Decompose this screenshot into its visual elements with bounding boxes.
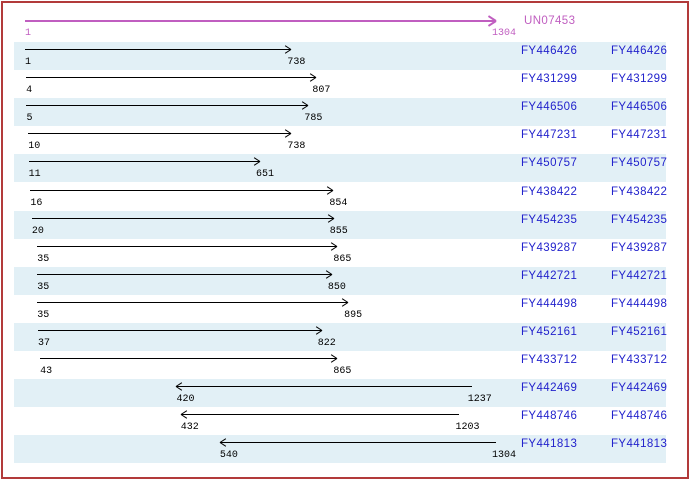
- alignment-start-label: 420: [176, 394, 195, 406]
- alignment-end-label: 895: [344, 309, 363, 321]
- accession-link-primary[interactable]: FY450757: [521, 157, 578, 170]
- alignment-row: 37 822 FY452161 FY452161: [14, 323, 668, 352]
- alignment-row: 420 1237 FY442469 FY442469: [14, 379, 668, 408]
- alignment-start-label: 10: [28, 141, 41, 153]
- alignment-arrow: [176, 386, 472, 388]
- alignment-row: 35 895 FY444498 FY444498: [14, 295, 668, 323]
- accession-link-secondary[interactable]: FY450757: [611, 157, 668, 170]
- alignment-arrow: [38, 330, 322, 331]
- accession-link-primary[interactable]: FY454235: [521, 213, 578, 226]
- alignment-end-label: 865: [333, 366, 352, 378]
- alignment-end-label: 785: [304, 113, 323, 125]
- alignment-row: 35 850 FY442721 FY442721: [14, 266, 668, 295]
- alignment-arrow: [219, 442, 496, 444]
- alignment-row: 10 738 FY447231 FY447231: [14, 126, 668, 154]
- alignment-end-label: 854: [329, 197, 348, 209]
- alignment-row: 20 855 FY454235 FY454235: [14, 210, 668, 239]
- alignment-arrow: [30, 189, 334, 191]
- accession-link-secondary[interactable]: FY438422: [611, 185, 668, 198]
- alignment-end-label: 651: [255, 169, 274, 181]
- alignment-start-label: 16: [30, 197, 43, 209]
- alignment-row: 16 854 FY438422 FY438422: [14, 183, 668, 211]
- accession-link-secondary[interactable]: FY448746: [611, 410, 668, 423]
- alignment-arrow: [26, 77, 317, 79]
- accession-link-primary[interactable]: FY446506: [521, 101, 578, 114]
- accession-link-primary[interactable]: FY431299: [521, 73, 578, 86]
- alignment-arrow: [37, 245, 338, 247]
- alignment-end-label: 807: [312, 85, 331, 97]
- reference-end-label: 1304: [492, 28, 517, 39]
- alignment-start-label: 35: [37, 309, 50, 321]
- alignment-arrow: [25, 49, 292, 50]
- alignment-end-label: 822: [317, 338, 336, 349]
- reference-row: 1 1304 UN07453: [3, 3, 687, 42]
- accession-link-secondary[interactable]: FY439287: [611, 241, 668, 254]
- alignment-start-label: 35: [37, 253, 50, 265]
- accession-link-primary[interactable]: FY441813: [521, 438, 578, 451]
- accession-link-secondary[interactable]: FY444498: [611, 297, 668, 310]
- alignment-start-label: 1: [25, 57, 32, 68]
- alignment-start-label: 5: [26, 113, 33, 125]
- alignment-start-label: 35: [37, 281, 50, 293]
- alignment-end-label: 738: [287, 141, 306, 153]
- alignment-arrow: [180, 414, 460, 416]
- alignment-arrow: [28, 161, 260, 163]
- alignment-end-label: 1304: [492, 450, 517, 462]
- accession-link-primary[interactable]: FY438422: [521, 185, 578, 198]
- alignment-end-label: 738: [287, 57, 306, 68]
- alignment-start-label: 540: [219, 450, 238, 462]
- accession-link-secondary[interactable]: FY447231: [611, 129, 668, 142]
- accession-link-primary[interactable]: FY448746: [521, 410, 578, 423]
- accession-link-primary[interactable]: FY452161: [521, 326, 578, 338]
- alignment-end-label: 855: [329, 225, 348, 237]
- reference-arrow: [25, 20, 496, 22]
- reference-start-label: 1: [25, 28, 32, 39]
- accession-link-secondary[interactable]: FY442721: [611, 269, 668, 282]
- alignment-end-label: 850: [327, 281, 346, 293]
- alignment-end-label: 1203: [455, 422, 480, 434]
- alignment-start-label: 43: [40, 366, 53, 378]
- alignment-row: 4 807 FY431299 FY431299: [14, 70, 668, 98]
- alignment-end-label: 1237: [467, 394, 492, 406]
- accession-link-primary[interactable]: FY439287: [521, 241, 578, 254]
- accession-link-primary[interactable]: FY446426: [521, 45, 578, 57]
- alignment-arrow: [26, 105, 309, 107]
- accession-link-primary[interactable]: FY442721: [521, 269, 578, 282]
- alignment-start-label: 20: [31, 225, 44, 237]
- alignment-start-label: 432: [180, 422, 199, 434]
- accession-link-primary[interactable]: FY433712: [521, 354, 578, 367]
- alignment-arrow: [28, 133, 292, 135]
- accession-link-secondary[interactable]: FY454235: [611, 213, 668, 226]
- alignment-row: 5 785 FY446506 FY446506: [14, 98, 668, 127]
- alignment-arrow: [31, 217, 334, 219]
- accession-link-secondary[interactable]: FY431299: [611, 73, 668, 86]
- accession-link-secondary[interactable]: FY441813: [611, 438, 668, 451]
- accession-link-secondary[interactable]: FY452161: [611, 326, 668, 338]
- alignment-start-label: 4: [26, 85, 33, 97]
- reference-link[interactable]: UN07453: [524, 15, 576, 27]
- alignment-row: 35 865 FY439287 FY439287: [14, 239, 668, 267]
- alignment-row: 1 738 FY446426 FY446426: [14, 42, 668, 71]
- alignment-row: 432 1203 FY448746 FY448746: [14, 407, 668, 435]
- alignment-end-label: 865: [333, 253, 352, 265]
- accession-link-secondary[interactable]: FY433712: [611, 354, 668, 367]
- alignment-start-label: 11: [28, 169, 41, 181]
- accession-link-secondary[interactable]: FY442469: [611, 382, 668, 395]
- accession-link-primary[interactable]: FY447231: [521, 129, 578, 142]
- accession-link-primary[interactable]: FY442469: [521, 382, 578, 395]
- accession-link-primary[interactable]: FY444498: [521, 297, 578, 310]
- alignment-arrow: [40, 358, 338, 360]
- alignment-row: 11 651 FY450757 FY450757: [14, 154, 668, 183]
- accession-link-secondary[interactable]: FY446506: [611, 101, 668, 114]
- alignment-row: 540 1304 FY441813 FY441813: [14, 435, 668, 464]
- accession-link-secondary[interactable]: FY446426: [611, 45, 668, 57]
- alignment-start-label: 37: [38, 338, 51, 349]
- alignment-arrow: [37, 301, 349, 303]
- alignment-arrow: [37, 273, 332, 275]
- alignment-row: 43 865 FY433712 FY433712: [14, 351, 668, 379]
